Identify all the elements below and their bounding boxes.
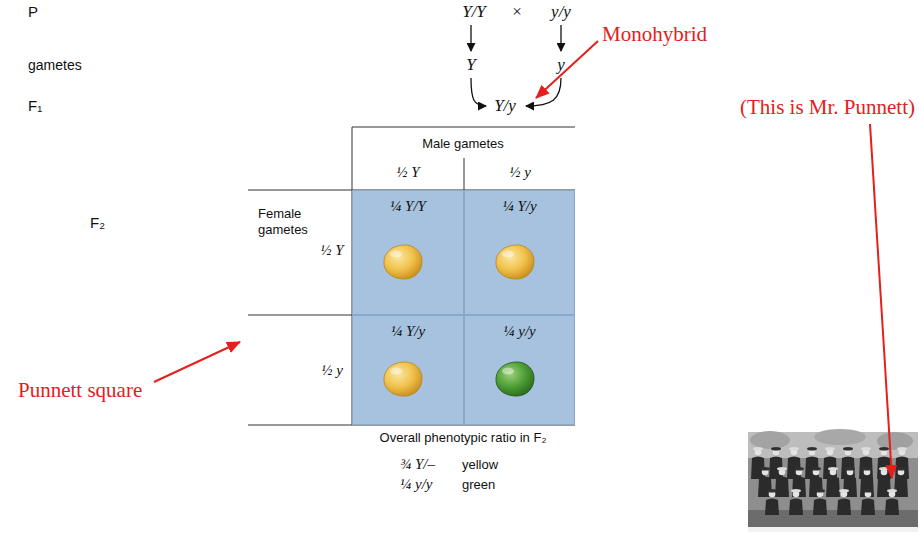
figure-hat	[863, 489, 873, 493]
figure-hat	[896, 467, 906, 471]
figure-hat	[811, 467, 821, 471]
row-label: gametes	[28, 57, 82, 73]
pea-icon	[492, 358, 538, 400]
pea-highlight	[390, 368, 402, 375]
figure-hat	[807, 447, 817, 451]
fusion-arrow	[471, 78, 486, 106]
annotation-arrow	[870, 124, 892, 478]
figure-body	[860, 477, 874, 498]
hybrid-genotype: Y/y	[494, 96, 516, 116]
figure-hat	[828, 467, 838, 471]
ratio-phenotype: yellow	[462, 458, 498, 473]
genotype-fraction: ¼ Y/Y	[353, 198, 463, 215]
pea-highlight	[502, 368, 514, 375]
gamete-header: ½ Y	[396, 164, 419, 181]
genotype-fraction: ¼ y/y	[465, 323, 574, 340]
annotation-arrow	[536, 41, 598, 98]
generation-label: P	[28, 3, 38, 20]
cross-arrow	[560, 25, 561, 51]
gamete: y	[557, 55, 565, 75]
photo-trees	[814, 429, 866, 445]
punnett-cell: ¼ y/y	[464, 315, 575, 425]
figure-hat	[791, 489, 801, 493]
figure-hat	[777, 467, 787, 471]
figure-body	[877, 457, 891, 480]
annotation-arrow	[154, 342, 240, 382]
figure-hat	[879, 447, 889, 451]
gamete-header: ½ y	[509, 164, 531, 181]
figure-hat	[760, 467, 770, 471]
figure-hat	[845, 467, 855, 471]
punnett-cell: ¼ Y/Y	[352, 190, 464, 315]
gamete-header: ½ y	[321, 362, 343, 379]
figure-hat	[862, 467, 872, 471]
figure-hat	[897, 447, 907, 451]
figure-body	[885, 499, 899, 516]
photo-caption-strip	[748, 527, 918, 532]
table-lines	[248, 127, 575, 425]
figure-hat	[887, 489, 897, 493]
figure-body	[775, 477, 789, 498]
pea-seed	[384, 362, 422, 396]
pea-icon	[380, 358, 426, 400]
figure-body	[894, 477, 908, 498]
row-heading: Female gametes	[258, 206, 316, 237]
figure-hat	[794, 467, 804, 471]
figure-hat	[767, 489, 777, 493]
figure-body	[789, 499, 803, 516]
figure-body	[809, 477, 823, 498]
figure-hat	[843, 447, 853, 451]
figure-body	[826, 477, 840, 498]
group-photo	[748, 429, 918, 532]
ratio-heading: Overall phenotypic ratio in F₂	[380, 431, 547, 446]
ratio-phenotype: green	[462, 478, 495, 493]
pea-seed	[384, 245, 422, 279]
pea-highlight	[502, 251, 514, 258]
cross-arrow	[470, 25, 471, 51]
figure-body	[792, 477, 806, 498]
figure-body	[861, 499, 875, 516]
parent-genotype: y/y	[551, 2, 571, 22]
ratio-genotype: ¼ y/y	[400, 476, 432, 493]
figure-body	[859, 457, 873, 480]
photo-trees	[750, 431, 790, 449]
photo-trees	[877, 432, 913, 450]
generation-label: F₁	[28, 97, 42, 114]
punnett-cell: ¼ Y/y	[352, 315, 464, 425]
parent-genotype: Y/Y	[462, 2, 486, 22]
figure-hat	[815, 489, 825, 493]
figure-hat	[879, 467, 889, 471]
punnett-cell: ¼ Y/y	[464, 190, 575, 315]
gamete: Y	[466, 55, 475, 75]
pea-highlight	[390, 251, 402, 258]
figure-body	[837, 499, 851, 516]
generation-label: F₂	[90, 214, 105, 231]
figure-body	[813, 499, 827, 516]
figure-hat	[789, 447, 799, 451]
figure-body	[841, 457, 855, 480]
annotation: Punnett square	[18, 378, 142, 402]
ratio-genotype: ¾ Y/–	[400, 456, 435, 473]
column-heading: Male gametes	[422, 137, 504, 152]
figure-hat	[771, 447, 781, 451]
pea-icon	[380, 241, 426, 283]
figure-hat	[753, 447, 763, 451]
figure-hat	[839, 489, 849, 493]
pea-seed	[496, 245, 534, 279]
figure-body	[895, 457, 909, 480]
cross-symbol: ×	[512, 2, 522, 22]
annotation: Monohybrid	[602, 22, 707, 46]
annotation: (This is Mr. Punnett)	[740, 95, 915, 119]
pea-icon	[492, 241, 538, 283]
figure-body	[823, 457, 837, 480]
photo-frame	[748, 432, 918, 532]
figure-body	[765, 499, 779, 516]
gamete-header: ½ Y	[320, 242, 343, 259]
genotype-fraction: ¼ Y/y	[353, 323, 463, 340]
genotype-fraction: ¼ Y/y	[465, 198, 574, 215]
figure-hat	[825, 447, 835, 451]
pea-seed	[496, 362, 534, 396]
figure-hat	[861, 447, 871, 451]
